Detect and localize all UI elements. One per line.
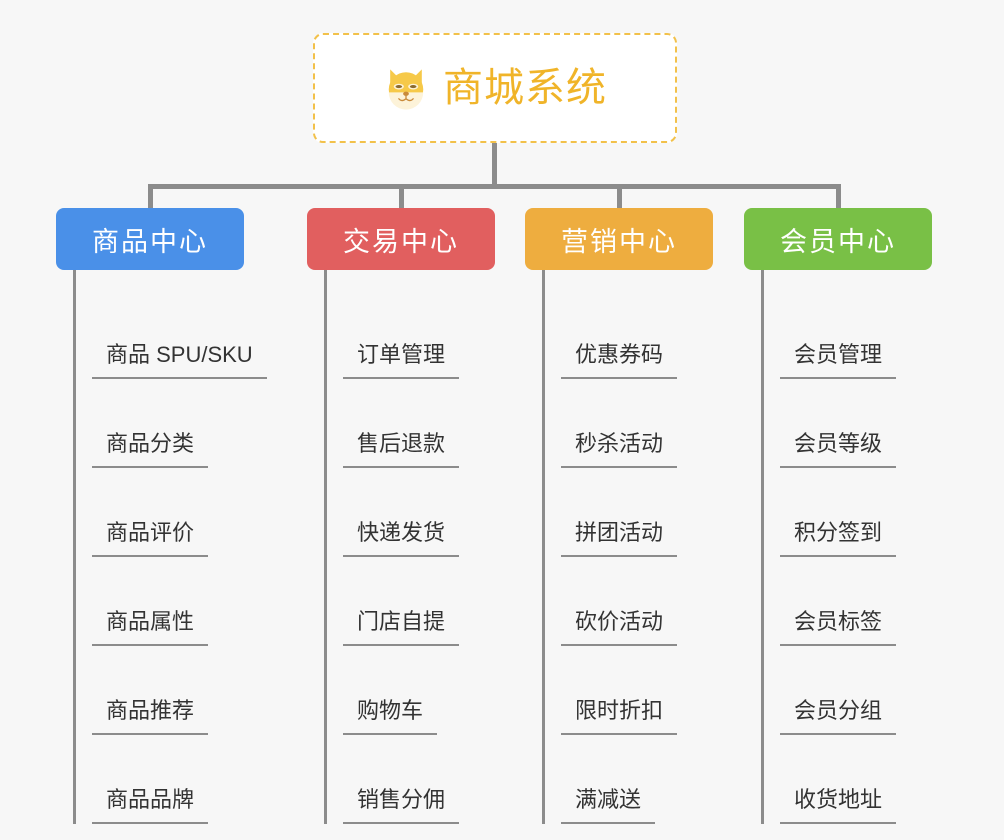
dog-face-icon (388, 69, 424, 110)
leaf-label: 限时折扣 (561, 693, 678, 735)
leaf-label: 积分签到 (780, 515, 897, 557)
connector-drop-1 (148, 184, 153, 208)
list-item[interactable]: 售后退款 (307, 379, 557, 468)
list-item[interactable]: 拼团活动 (525, 468, 775, 557)
leaf-list-3: 优惠券码 秒杀活动 拼团活动 砍价活动 限时折扣 满减送 (525, 270, 775, 824)
leaf-label: 秒杀活动 (561, 426, 678, 468)
leaf-label: 商品属性 (92, 604, 209, 646)
list-item[interactable]: 积分签到 (744, 468, 994, 557)
branch-spine-2 (324, 270, 327, 824)
root-node[interactable]: 商城系统 (313, 33, 677, 143)
branch-column-4: 会员中心 会员管理 会员等级 积分签到 会员标签 会员分组 收货地址 (744, 208, 994, 824)
list-item[interactable]: 商品品牌 (56, 735, 316, 824)
leaf-label: 会员等级 (780, 426, 897, 468)
list-item[interactable]: 商品属性 (56, 557, 316, 646)
leaf-label: 商品 SPU/SKU (92, 337, 267, 379)
leaf-label: 售后退款 (343, 426, 460, 468)
list-item[interactable]: 门店自提 (307, 557, 557, 646)
leaf-label: 会员分组 (780, 693, 897, 735)
leaf-list-1: 商品 SPU/SKU 商品分类 商品评价 商品属性 商品推荐 商品品牌 (56, 270, 316, 824)
leaf-list-4: 会员管理 会员等级 积分签到 会员标签 会员分组 收货地址 (744, 270, 994, 824)
leaf-label: 订单管理 (343, 337, 460, 379)
connector-drop-3 (617, 184, 622, 208)
list-item[interactable]: 优惠券码 (525, 290, 775, 379)
list-item[interactable]: 秒杀活动 (525, 379, 775, 468)
connector-drop-4 (836, 184, 841, 208)
list-item[interactable]: 销售分佣 (307, 735, 557, 824)
branch-spine-1 (73, 270, 76, 824)
branch-header-1[interactable]: 商品中心 (56, 208, 244, 270)
list-item[interactable]: 商品分类 (56, 379, 316, 468)
leaf-label: 商品分类 (92, 426, 209, 468)
leaf-label: 会员标签 (780, 604, 897, 646)
leaf-list-2: 订单管理 售后退款 快递发货 门店自提 购物车 销售分佣 (307, 270, 557, 824)
list-item[interactable]: 满减送 (525, 735, 775, 824)
list-item[interactable]: 会员等级 (744, 379, 994, 468)
connector-root-stem (492, 143, 497, 186)
leaf-label: 快递发货 (343, 515, 460, 557)
leaf-label: 收货地址 (780, 782, 897, 824)
list-item[interactable]: 商品推荐 (56, 646, 316, 735)
branch-column-2: 交易中心 订单管理 售后退款 快递发货 门店自提 购物车 销售分佣 (307, 208, 557, 824)
branch-spine-3 (542, 270, 545, 824)
leaf-label: 满减送 (561, 782, 656, 824)
leaf-label: 优惠券码 (561, 337, 678, 379)
list-item[interactable]: 商品 SPU/SKU (56, 290, 316, 379)
branch-header-2[interactable]: 交易中心 (307, 208, 495, 270)
branch-header-4[interactable]: 会员中心 (744, 208, 932, 270)
connector-drop-2 (399, 184, 404, 208)
list-item[interactable]: 订单管理 (307, 290, 557, 379)
list-item[interactable]: 商品评价 (56, 468, 316, 557)
branch-column-3: 营销中心 优惠券码 秒杀活动 拼团活动 砍价活动 限时折扣 满减送 (525, 208, 775, 824)
list-item[interactable]: 收货地址 (744, 735, 994, 824)
list-item[interactable]: 购物车 (307, 646, 557, 735)
list-item[interactable]: 会员管理 (744, 290, 994, 379)
list-item[interactable]: 会员分组 (744, 646, 994, 735)
leaf-label: 购物车 (343, 693, 438, 735)
branch-column-1: 商品中心 商品 SPU/SKU 商品分类 商品评价 商品属性 商品推荐 商品品牌 (56, 208, 316, 824)
list-item[interactable]: 砍价活动 (525, 557, 775, 646)
leaf-label: 砍价活动 (561, 604, 678, 646)
branch-spine-4 (761, 270, 764, 824)
branch-header-3[interactable]: 营销中心 (525, 208, 713, 270)
leaf-label: 商品评价 (92, 515, 209, 557)
list-item[interactable]: 快递发货 (307, 468, 557, 557)
leaf-label: 拼团活动 (561, 515, 678, 557)
leaf-label: 门店自提 (343, 604, 460, 646)
connector-horizontal-bar (148, 184, 841, 189)
leaf-label: 商品品牌 (92, 782, 209, 824)
leaf-label: 会员管理 (780, 337, 897, 379)
root-title: 商城系统 (443, 66, 607, 110)
list-item[interactable]: 会员标签 (744, 557, 994, 646)
leaf-label: 商品推荐 (92, 693, 209, 735)
list-item[interactable]: 限时折扣 (525, 646, 775, 735)
leaf-label: 销售分佣 (343, 782, 460, 824)
